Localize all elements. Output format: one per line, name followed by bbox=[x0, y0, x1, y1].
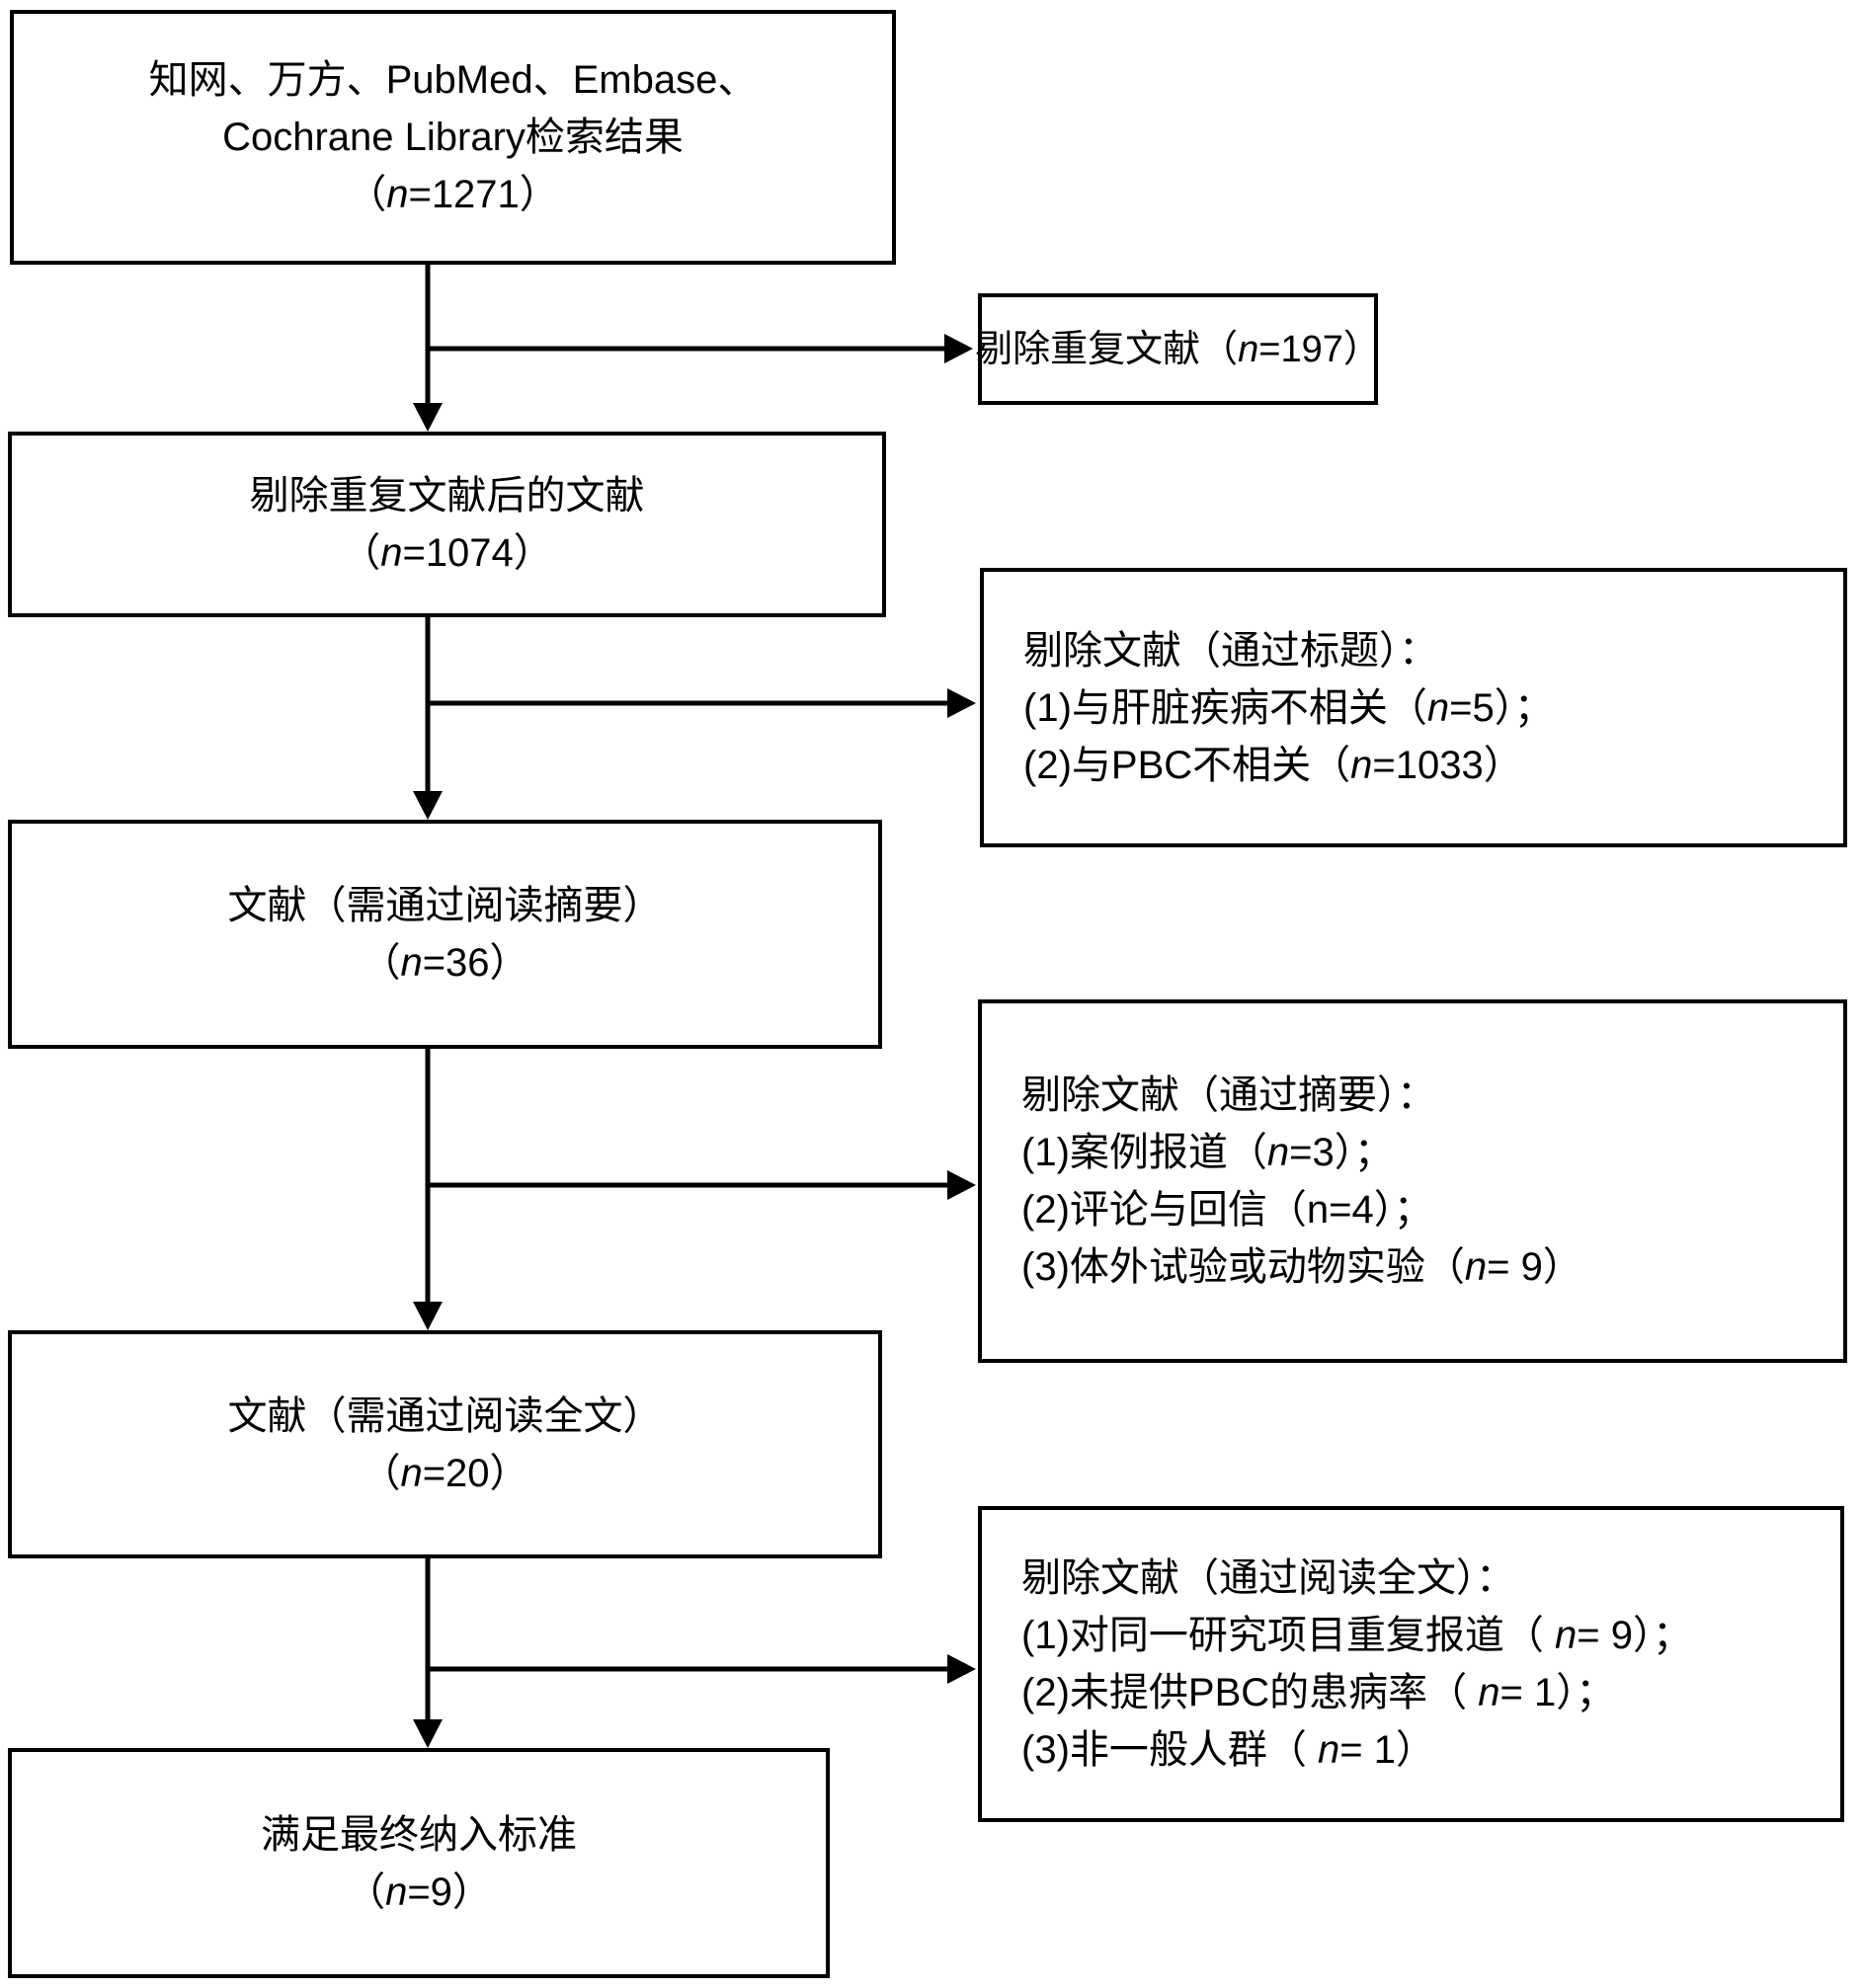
text-line: (2)与PBC不相关（n=1033） bbox=[1023, 743, 1523, 787]
text-line: (1)案例报道（n=3）； bbox=[1021, 1131, 1394, 1174]
box-final-included: 满足最终纳入标准 （n=9） bbox=[8, 1748, 830, 1978]
box-search-results: 知网、万方、PubMed、Embase、 Cochrane Library检索结果… bbox=[10, 10, 896, 265]
box-excluded-by-title: 剔除文献（通过标题）： (1)与肝脏疾病不相关（n=5）； (2)与PBC不相关（n… bbox=[980, 568, 1847, 847]
text-line: 知网、万方、PubMed、Embase、 bbox=[148, 58, 758, 102]
box-excluded-duplicates: 剔除重复文献（n=197） bbox=[975, 293, 1381, 405]
text-line: （n=1271） bbox=[347, 173, 559, 216]
text-line: （n=9） bbox=[346, 1869, 492, 1914]
text-line: （n=20） bbox=[361, 1451, 529, 1495]
box-fulltext-screen: 文献（需通过阅读全文） （n=20） bbox=[8, 1330, 882, 1558]
text-line: Cochrane Library检索结果 bbox=[222, 116, 684, 159]
text-line: (2)评论与回信（n=4）； bbox=[1021, 1188, 1433, 1232]
arrowhead-down-4 bbox=[413, 1719, 443, 1748]
arrowhead-right-3 bbox=[947, 1170, 976, 1200]
text-line: （n=36） bbox=[361, 941, 529, 985]
text-line: 剔除文献（通过摘要）： bbox=[1021, 1074, 1436, 1117]
box-excluded-by-abstract: 剔除文献（通过摘要）： (1)案例报道（n=3）； (2)评论与回信（n=4）； (3… bbox=[978, 999, 1847, 1363]
text-line: (3)非一般人群（ n= 1） bbox=[1021, 1728, 1435, 1772]
text-line: (1)对同一研究项目重复报道（ n= 9）； bbox=[1021, 1614, 1692, 1657]
arrowhead-down-3 bbox=[413, 1302, 443, 1330]
text-line: 剔除重复文献后的文献 bbox=[249, 474, 645, 517]
box-excluded-by-fulltext: 剔除文献（通过阅读全文）： (1)对同一研究项目重复报道（ n= 9）； (2)未提… bbox=[978, 1506, 1844, 1822]
text-line: （n=1074） bbox=[341, 531, 553, 575]
text-line: (2)未提供PBC的患病率（ n= 1）； bbox=[1021, 1671, 1616, 1714]
box-after-dedup: 剔除重复文献后的文献 （n=1074） bbox=[8, 432, 886, 617]
arrowhead-right-2 bbox=[947, 688, 976, 718]
arrowhead-right-4 bbox=[947, 1654, 976, 1684]
text-line: 剔除文献（通过阅读全文）： bbox=[1021, 1556, 1515, 1600]
text-line: (3)体外试验或动物实验（n= 9） bbox=[1021, 1245, 1582, 1289]
arrowhead-down-1 bbox=[413, 403, 443, 432]
text-line: 剔除文献（通过标题）： bbox=[1023, 628, 1438, 673]
text-line: 满足最终纳入标准 bbox=[261, 1812, 577, 1857]
arrowhead-right-1 bbox=[944, 334, 973, 363]
text-line: (1)与肝脏疾病不相关（n=5）； bbox=[1023, 685, 1554, 730]
arrowhead-down-2 bbox=[413, 791, 443, 820]
text-line: 文献（需通过阅读全文） bbox=[227, 1393, 663, 1438]
text-line: 文献（需通过阅读摘要） bbox=[227, 884, 663, 927]
box-abstract-screen: 文献（需通过阅读摘要） （n=36） bbox=[8, 820, 882, 1049]
text-line: 剔除重复文献（n=197） bbox=[975, 328, 1381, 370]
